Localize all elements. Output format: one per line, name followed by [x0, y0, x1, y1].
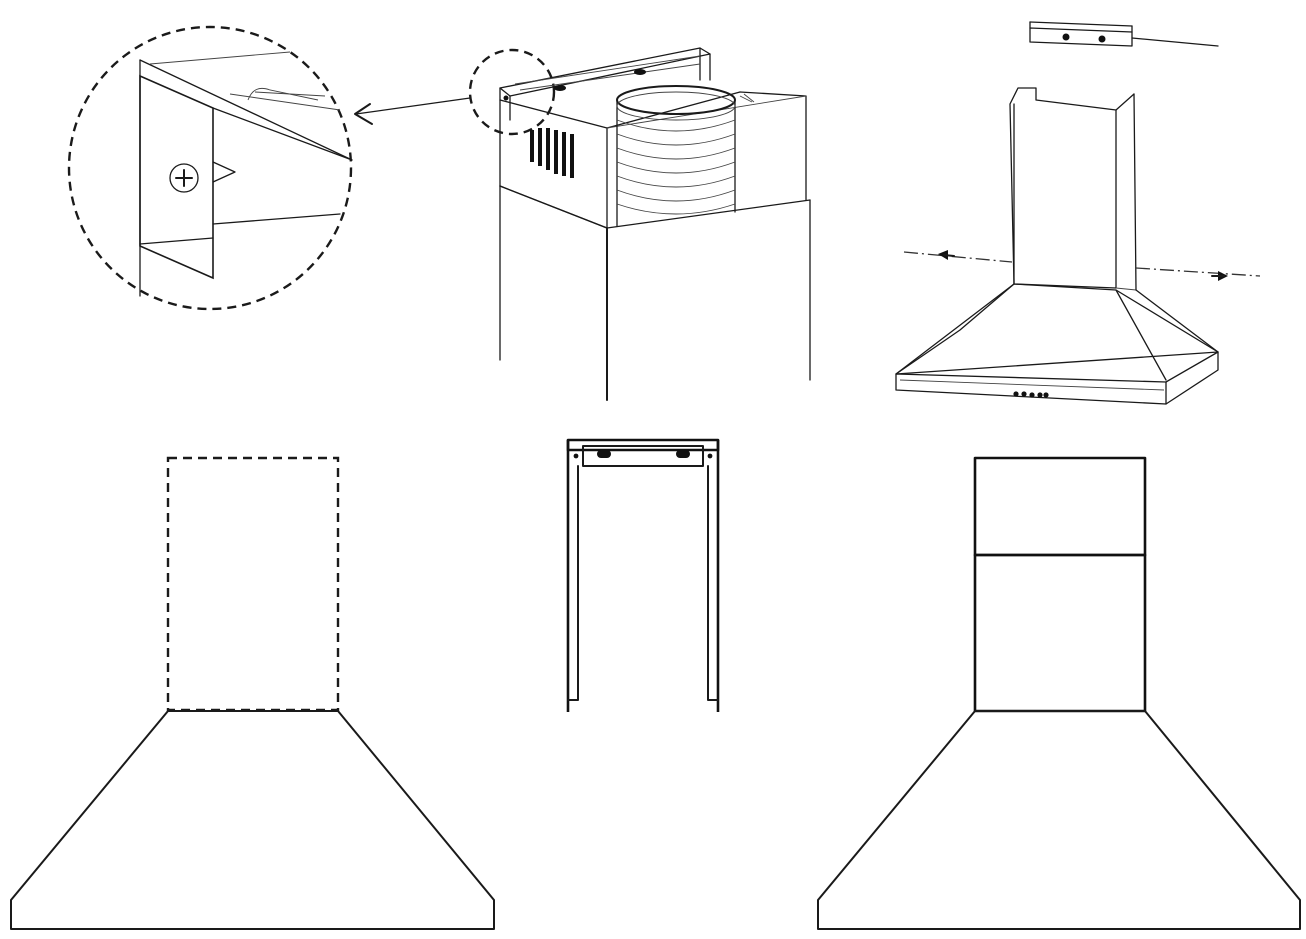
hood-with-dashed-chimney-outline — [10, 456, 495, 930]
screw-detail-magnified — [67, 25, 471, 311]
chimney-bracket-perspective — [468, 47, 811, 401]
flexible-duct — [616, 85, 755, 227]
chimney-bracket-3d — [499, 47, 807, 229]
lower-chimney-section — [973, 553, 1147, 713]
hood-body-front — [10, 710, 495, 930]
hood-canopy-3d — [895, 283, 1219, 405]
upper-chimney-section — [973, 456, 1147, 557]
dashed-chimney-outline — [166, 456, 340, 712]
screw-head-icon — [169, 163, 199, 193]
side-screws — [903, 250, 1261, 281]
top-bracket — [1029, 21, 1219, 47]
detail-bracket-plate — [139, 51, 353, 297]
control-buttons — [1013, 391, 1049, 398]
chimney-bracket-front-view — [566, 438, 720, 712]
detail-arrow — [354, 97, 471, 125]
callout-circle — [468, 48, 556, 136]
magnifier-circle — [67, 25, 353, 311]
lower-chimney — [499, 185, 811, 401]
vent-grille — [530, 128, 574, 178]
hood-with-chimney-installed — [817, 456, 1301, 930]
hood-body-front — [817, 710, 1301, 930]
upper-chimney-install-exploded — [895, 21, 1261, 405]
upper-chimney — [1009, 87, 1137, 291]
